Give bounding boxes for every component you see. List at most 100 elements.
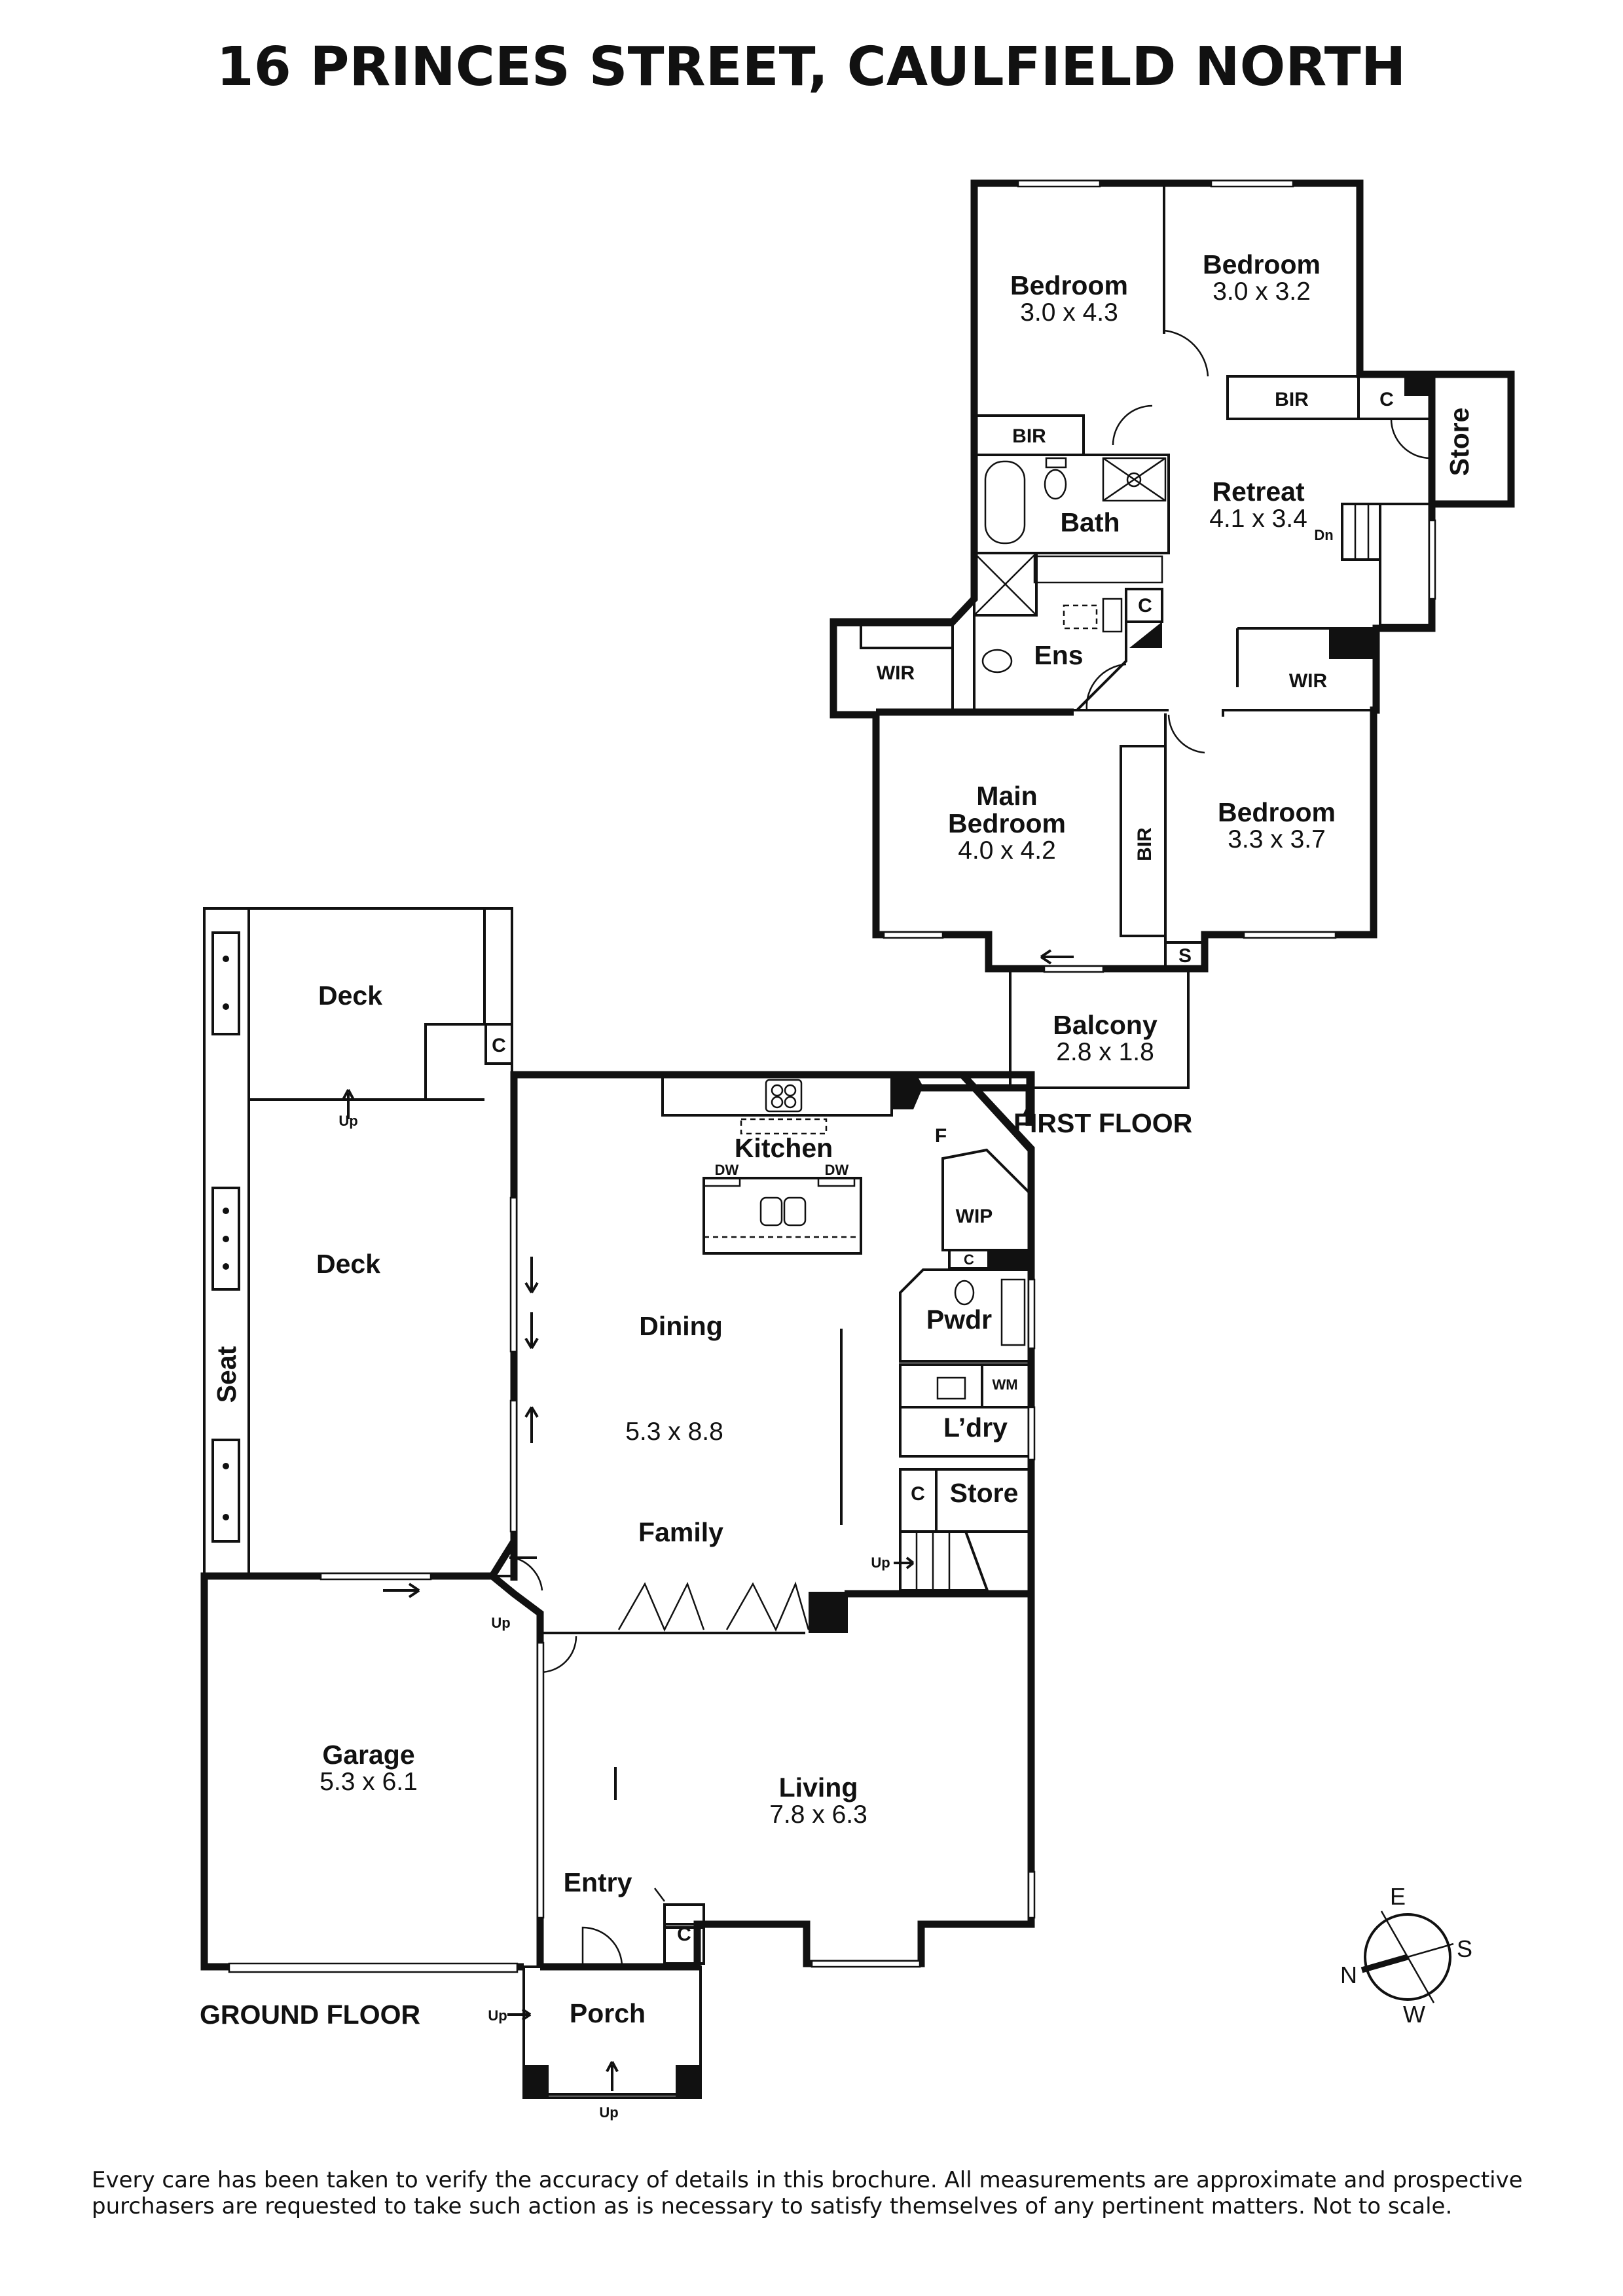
family-label: Family — [638, 1517, 723, 1547]
c-wip-label: C — [964, 1251, 974, 1268]
slide-arrow — [524, 1312, 539, 1350]
dn-label: Dn — [1314, 527, 1333, 543]
seat-dot — [223, 1236, 229, 1242]
bedroom-br-label: Bedroom — [1218, 797, 1336, 827]
wip-box — [941, 1148, 1032, 1251]
ens-toilet — [981, 649, 1013, 673]
dining-dim: 5.3 x 8.8 — [625, 1418, 723, 1446]
bathtub — [984, 460, 1026, 545]
compass-e: E — [1390, 1883, 1406, 1910]
retreat-label: Retreat — [1212, 476, 1305, 507]
compass-n: N — [1340, 1962, 1357, 1988]
disclaimer-line-2: purchasers are requested to take such ac… — [92, 2193, 1452, 2219]
sliding-window — [536, 1641, 545, 1919]
burner — [784, 1084, 797, 1097]
window — [1027, 1406, 1036, 1461]
porch-column — [676, 2065, 701, 2098]
seat-dot — [223, 1208, 229, 1214]
seat-box — [211, 1187, 240, 1291]
kitchen-island — [702, 1177, 862, 1255]
wir-left-label: WIR — [877, 662, 915, 684]
living-dim: 7.8 x 6.3 — [769, 1801, 867, 1829]
up-stairs-label: Up — [871, 1554, 890, 1571]
page-title: 16 PRINCES STREET, CAULFIELD NORTH — [217, 36, 1406, 98]
bath-label: Bath — [1060, 507, 1120, 537]
bath-box — [974, 454, 1170, 554]
wm-label: WM — [992, 1376, 1017, 1393]
burner — [771, 1084, 784, 1097]
wip-label: WIP — [956, 1206, 993, 1227]
stairs-up — [899, 1530, 989, 1592]
garage-door — [228, 1962, 519, 1973]
window — [1017, 179, 1101, 188]
door-swing — [1163, 329, 1209, 377]
ens-vanity — [1102, 598, 1123, 633]
deck-up-arrow — [342, 1089, 355, 1119]
door-swing — [1085, 663, 1127, 711]
garage-label: Garage — [322, 1740, 414, 1770]
porch-box — [522, 1965, 702, 2099]
shower-cross — [1103, 457, 1166, 502]
bath-shower — [1102, 457, 1167, 502]
c-top-column — [1404, 376, 1431, 396]
up-porch-bottom-label: Up — [599, 2104, 618, 2121]
porch-label: Porch — [570, 1998, 646, 2028]
seat-dot — [223, 1514, 229, 1520]
dw-box — [702, 1177, 741, 1187]
dw-label-1: DW — [715, 1162, 739, 1178]
burner — [771, 1096, 784, 1109]
pwdr-toilet — [954, 1280, 975, 1306]
deck-door-swing — [513, 1556, 543, 1591]
window — [1043, 965, 1104, 973]
wir-right-column — [1329, 630, 1375, 659]
bedroom-br-dim: 3.3 x 3.7 — [1228, 825, 1326, 853]
seat-dot — [223, 1003, 229, 1010]
window — [1428, 519, 1436, 600]
bir-vertical-box — [1120, 713, 1167, 942]
c-deck-box — [484, 1023, 513, 1065]
deck-label: Deck — [316, 1249, 380, 1279]
window — [1027, 1871, 1036, 1919]
compass-icon: N E S W — [1340, 1883, 1472, 2028]
bedroom-tl-label: Bedroom — [1010, 270, 1128, 300]
column-block — [809, 1592, 848, 1633]
sliding-door-window — [509, 1399, 518, 1533]
ens-label: Ens — [1034, 640, 1083, 670]
entry-label: Entry — [564, 1867, 632, 1897]
ldry-label: L’dry — [943, 1412, 1008, 1443]
slide-arrow — [1040, 949, 1074, 965]
seat-label: Seat — [211, 1346, 242, 1403]
main-bedroom-dim: 4.0 x 4.2 — [958, 836, 1056, 865]
pwdr-label: Pwdr — [926, 1304, 992, 1335]
bedroom-tr-dim: 3.0 x 3.2 — [1213, 278, 1311, 306]
slide-arrow — [524, 1406, 539, 1443]
dw-box — [817, 1177, 856, 1187]
retreat-dim: 4.1 x 3.4 — [1209, 505, 1307, 533]
wir-right-label: WIR — [1289, 670, 1328, 692]
wip-column — [989, 1250, 1031, 1268]
bir-top-label: BIR — [1275, 389, 1309, 410]
deck-step — [424, 908, 512, 1100]
c-top-box — [1357, 375, 1432, 420]
window — [1210, 179, 1294, 188]
wir-left-walls — [837, 624, 954, 710]
window — [811, 1960, 921, 1968]
house-east-wall — [959, 1072, 1035, 1924]
cooktop — [765, 1079, 803, 1113]
balcony-dim: 2.8 x 1.8 — [1056, 1038, 1154, 1066]
wir-right-walls — [1222, 627, 1376, 717]
garage-window — [319, 1572, 432, 1581]
burner — [784, 1096, 797, 1109]
c-store-label: C — [911, 1483, 925, 1505]
seat-dot — [223, 1463, 229, 1469]
garage-arrow — [383, 1583, 420, 1598]
disclaimer-line-1: Every care has been taken to verify the … — [92, 2167, 1523, 2193]
window — [1027, 1278, 1036, 1350]
s-label: S — [1178, 945, 1192, 967]
bath-toilet — [1044, 469, 1067, 500]
compass-s: S — [1457, 1935, 1472, 1962]
porch-column — [524, 2065, 549, 2098]
ens-basin — [1063, 604, 1098, 630]
kitchen-column — [892, 1075, 923, 1109]
